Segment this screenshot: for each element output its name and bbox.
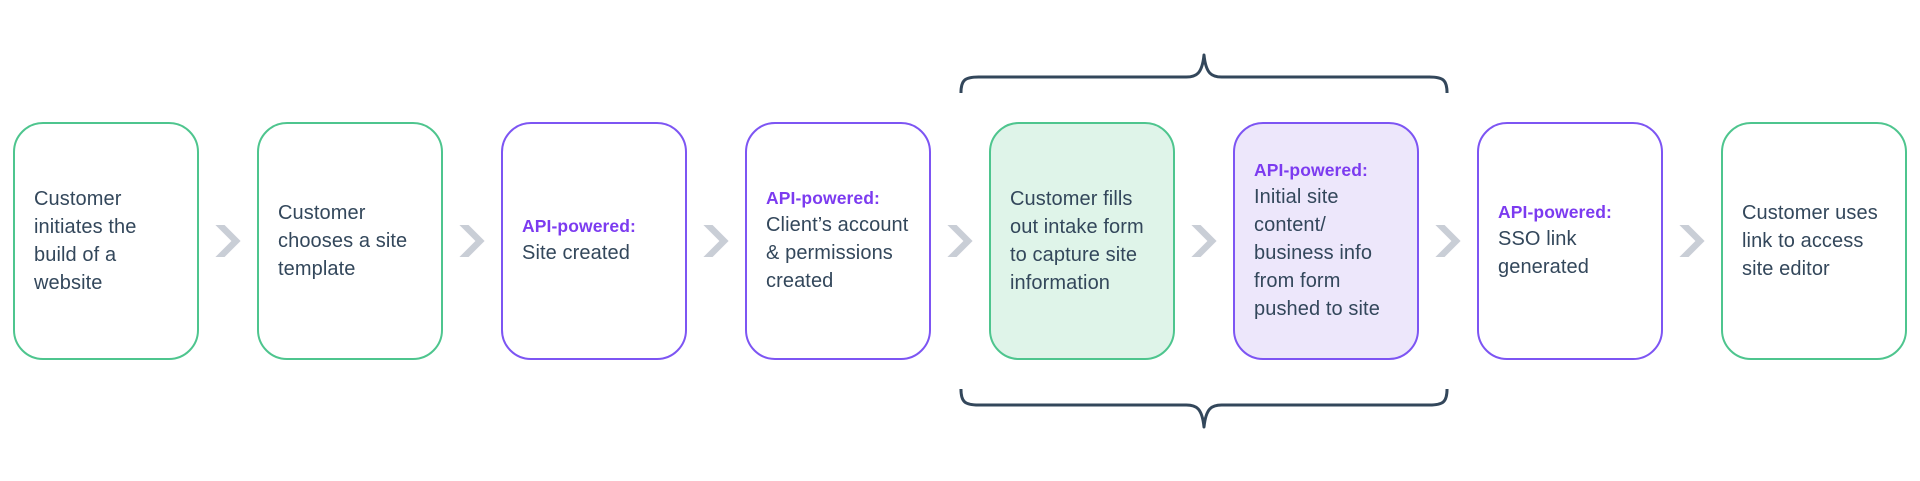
api-powered-label: API-powered:	[522, 215, 636, 236]
chevron-right-icon	[703, 224, 729, 257]
chevron-right-icon	[947, 224, 973, 257]
step-text: Customer chooses a site template	[278, 201, 408, 280]
chevron-right-icon	[1191, 224, 1217, 257]
highlighted-steps-group: Customer fills out intake form to captur…	[989, 122, 1419, 360]
api-powered-label: API-powered:	[766, 187, 880, 208]
step-intake-form: Customer fills out intake form to captur…	[989, 121, 1175, 360]
step-text: Customer uses link to access site editor	[1742, 201, 1878, 280]
top-brace	[959, 47, 1449, 93]
step-text: Site created	[522, 242, 630, 265]
step-text: Customer initiates the build of a websit…	[34, 187, 137, 294]
step-text: Customer fills out intake form to captur…	[1010, 187, 1144, 294]
step-text: Client’s account & permissions created	[766, 214, 909, 293]
api-powered-label: API-powered:	[1498, 201, 1612, 222]
step-customer-initiates: Customer initiates the build of a websit…	[13, 121, 199, 360]
step-choose-template: Customer chooses a site template	[257, 121, 443, 360]
api-powered-label: API-powered:	[1254, 159, 1368, 180]
chevron-right-icon	[1679, 224, 1705, 257]
step-account-permissions: API-powered: Client’s account & permissi…	[745, 121, 931, 360]
step-site-created: API-powered: Site created	[501, 121, 687, 360]
chevron-right-icon	[459, 224, 485, 257]
step-text: Initial site content/ business info from…	[1254, 186, 1380, 321]
step-sso-link: API-powered: SSO link generated	[1477, 121, 1663, 360]
bottom-brace	[959, 389, 1449, 435]
step-content-pushed: API-powered: Initial site content/ busin…	[1233, 121, 1419, 360]
chevron-right-icon	[1435, 224, 1461, 257]
step-text: SSO link generated	[1498, 228, 1589, 279]
chevron-right-icon	[215, 224, 241, 257]
flow-row: Customer initiates the build of a websit…	[13, 122, 1907, 360]
step-access-editor: Customer uses link to access site editor	[1721, 121, 1907, 360]
